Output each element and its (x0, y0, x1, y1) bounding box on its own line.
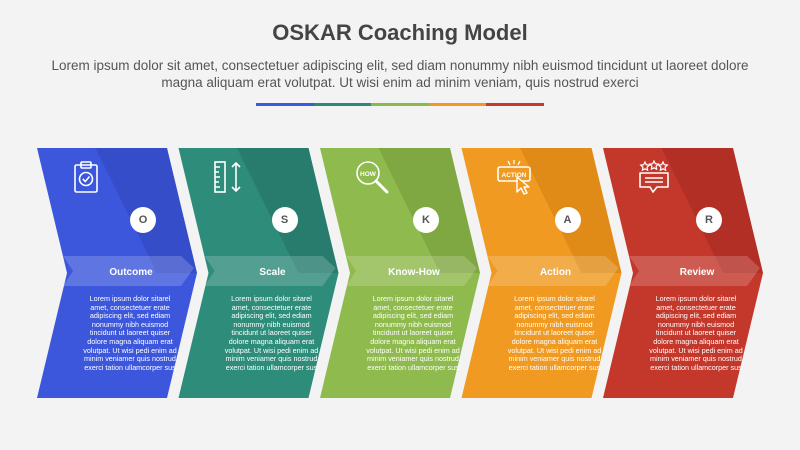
divider-segment (428, 103, 487, 106)
step-letter-badge: A (554, 207, 581, 233)
step-label: Scale (259, 267, 286, 278)
step-label: Know-How (388, 267, 440, 278)
step-label: Action (539, 267, 572, 278)
step-description: Lorem ipsum dolor sitarel amet, consecte… (366, 294, 460, 372)
divider-segment (486, 103, 544, 106)
clipboard-check-icon (74, 161, 98, 193)
review-stars-icon (639, 160, 669, 193)
svg-text:HOW: HOW (360, 171, 377, 178)
chevron-step-know-how (320, 148, 480, 398)
ruler-icon (213, 161, 241, 193)
step-label: Review (679, 267, 715, 278)
divider-segment (256, 103, 314, 106)
page-subtitle: Lorem ipsum dolor sit amet, consectetuer… (51, 58, 749, 90)
step-letter-badge: R (696, 207, 722, 233)
step-letter-badge: O (130, 207, 156, 233)
svg-text:ACTION: ACTION (501, 172, 526, 179)
step-description: Lorem ipsum dolor sitarel amet, consecte… (649, 294, 743, 372)
label-band (346, 256, 477, 286)
action-click-icon: ACTION (496, 160, 531, 195)
step-letter-badge: S (271, 207, 298, 233)
label-band (204, 256, 336, 286)
search-how-icon: HOW (356, 161, 389, 194)
divider-segment (313, 103, 372, 106)
rainbow-divider (256, 103, 544, 106)
label-band (629, 256, 760, 286)
divider-segment (371, 103, 429, 106)
step-description: Lorem ipsum dolor sitarel amet, consecte… (83, 294, 177, 372)
step-description: Lorem ipsum dolor sitarel amet, consecte… (507, 294, 602, 372)
step-description: Lorem ipsum dolor sitarel amet, consecte… (224, 294, 319, 372)
label-band (487, 256, 619, 286)
page-title: OSKAR Coaching Model (272, 20, 528, 45)
step-letter-badge: K (413, 207, 439, 233)
step-label: Outcome (109, 267, 153, 278)
label-band (63, 256, 194, 286)
